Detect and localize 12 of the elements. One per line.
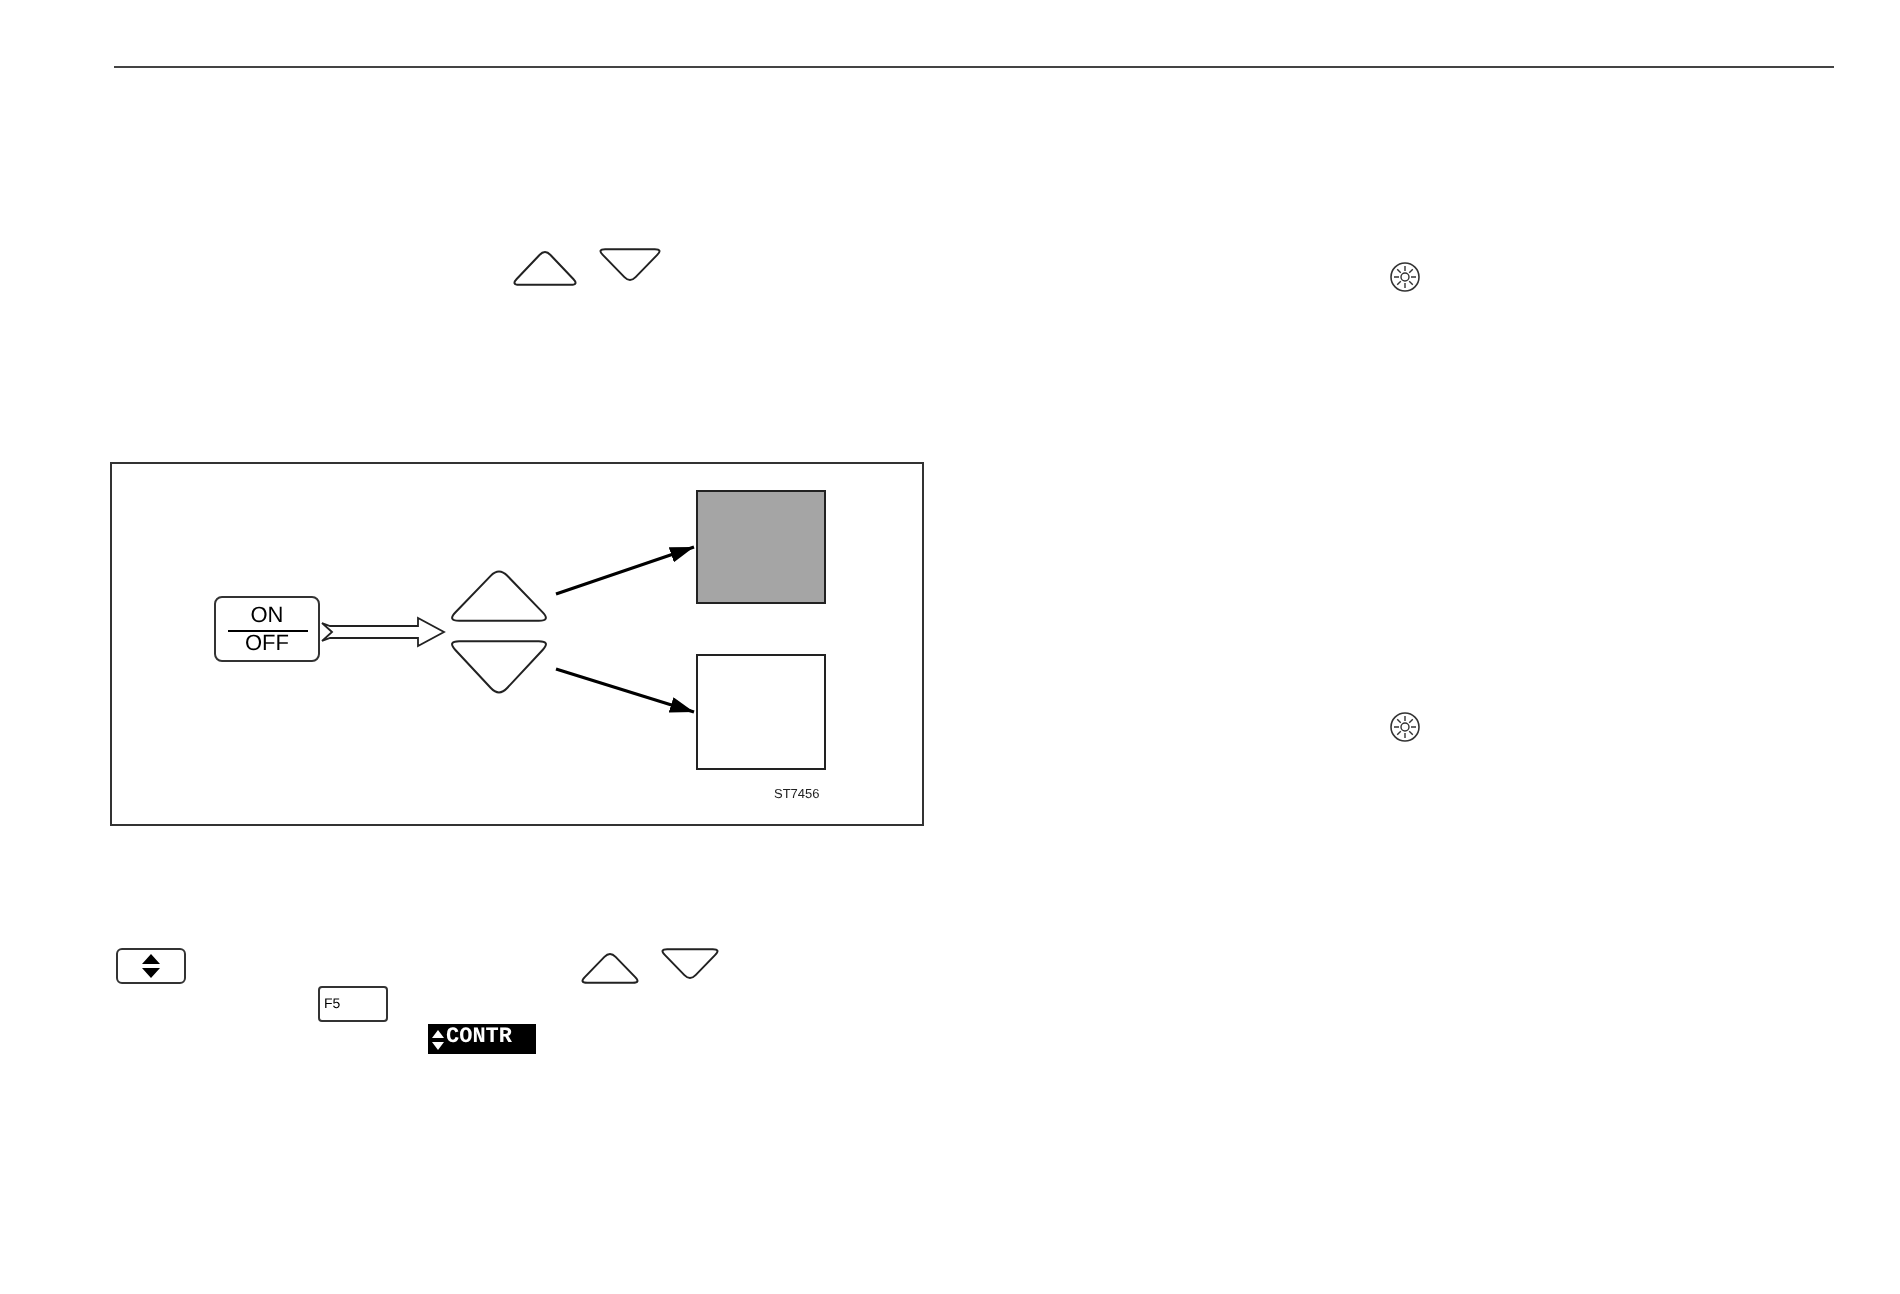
arrow <box>555 667 695 714</box>
arrow <box>555 545 695 596</box>
empty-square <box>696 654 826 770</box>
up-arrow-key <box>446 566 552 622</box>
on-off-key <box>214 596 320 662</box>
shaded-square <box>696 490 826 604</box>
key-label: ON <box>250 603 284 627</box>
down-arrow-key <box>446 640 552 698</box>
key-label: OFF <box>245 631 289 655</box>
hollow-arrow <box>321 616 446 648</box>
display-indicator <box>428 1024 536 1054</box>
display-text: CONTR <box>446 1026 513 1052</box>
